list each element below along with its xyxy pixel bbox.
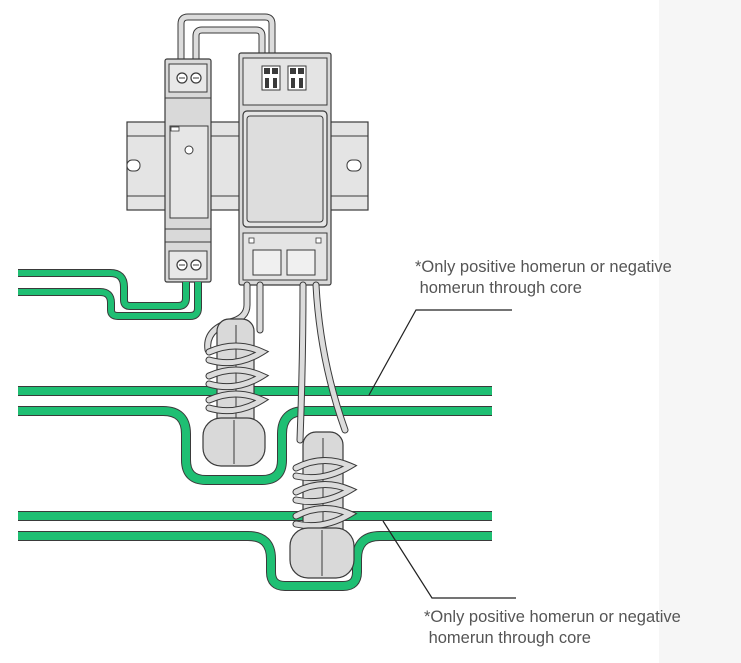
conductors: [18, 269, 492, 591]
edge-strip: [659, 0, 741, 663]
current-transformer-core: [202, 318, 270, 467]
upper-conductor-pair: [18, 386, 492, 485]
power-supply-module: [164, 58, 212, 283]
psu-supply-wires: [18, 269, 202, 320]
terminal-block: [261, 65, 307, 91]
lower-conductor-pair: [18, 511, 492, 591]
current-transformer-core: [289, 431, 358, 579]
annotation-bottom: *Only positive homerun or negative homer…: [424, 608, 681, 647]
leader-lines: [368, 309, 516, 599]
meter-module: [238, 52, 332, 286]
supply-cables: [177, 13, 276, 66]
annotation-top: *Only positive homerun or negative homer…: [415, 258, 672, 297]
ct-lead-cables: [204, 281, 349, 444]
